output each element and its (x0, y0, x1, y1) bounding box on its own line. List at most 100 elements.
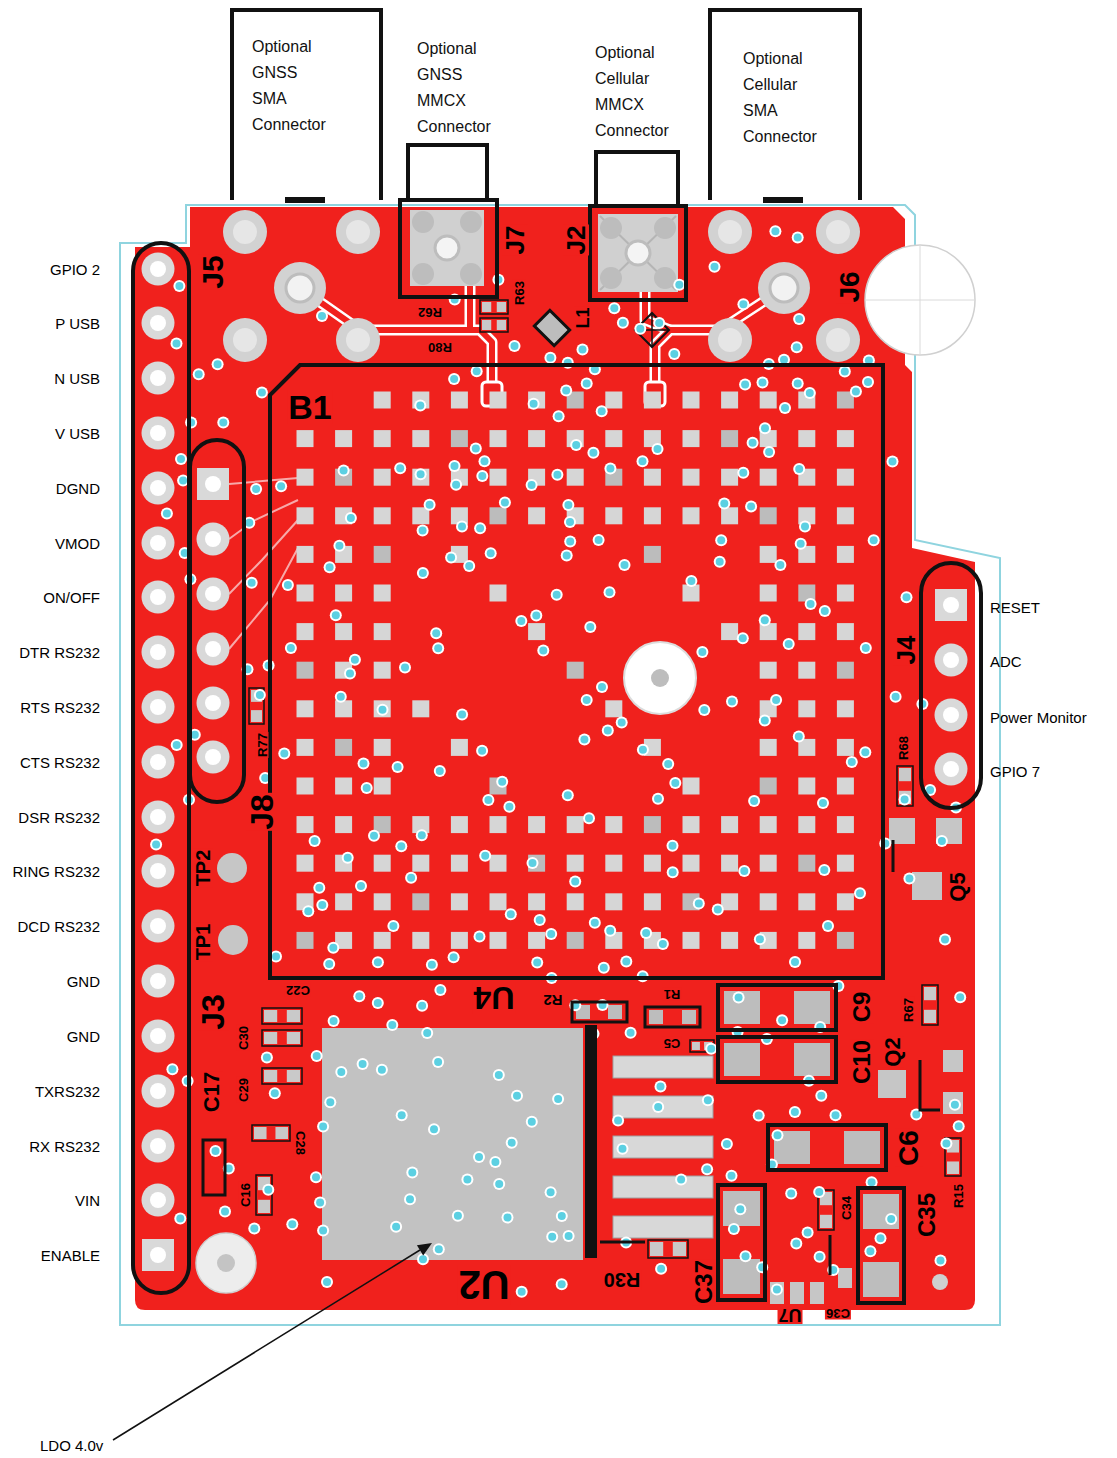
header-pin (142, 253, 175, 286)
via (421, 1027, 433, 1039)
test-point (218, 925, 248, 955)
module-pad (760, 739, 777, 756)
via-drill (795, 465, 803, 473)
via-drill (452, 481, 460, 489)
via (448, 951, 460, 963)
pin-label: VIN (75, 1193, 100, 1208)
module-pad (335, 700, 352, 717)
via (493, 1069, 505, 1081)
via (802, 1226, 814, 1238)
header-pin-hole (205, 531, 221, 547)
via (390, 1221, 402, 1233)
module-pad (528, 507, 545, 524)
via (511, 1090, 523, 1102)
via-drill (458, 710, 466, 718)
via-drill (379, 706, 387, 714)
via (309, 835, 321, 847)
via (515, 615, 527, 627)
module-pad (644, 392, 661, 409)
via-drill (736, 1205, 744, 1213)
module-pad (837, 662, 854, 679)
part-designator: C35 (915, 1192, 939, 1238)
via-drill (173, 741, 181, 749)
module-pad (374, 778, 391, 795)
via (733, 991, 745, 1003)
via (702, 1094, 714, 1106)
label-anchor: R77 (256, 732, 269, 758)
module-pad (683, 855, 700, 872)
passive-pad (899, 768, 911, 781)
via-drill (780, 356, 788, 364)
module-pad (490, 855, 507, 872)
module-pad (605, 507, 622, 524)
header-pin (142, 1020, 175, 1053)
via-drill (529, 859, 537, 867)
part-designator: R2 (542, 993, 563, 1008)
header-pin (142, 636, 175, 669)
via (358, 757, 370, 769)
via (246, 577, 258, 589)
via (763, 446, 775, 458)
header-pin-hole (150, 1192, 166, 1208)
component-pad (576, 991, 899, 1297)
sma-pad (336, 210, 380, 254)
via-drill (195, 370, 203, 378)
module-pad (837, 430, 854, 447)
via (698, 704, 710, 716)
via-drill (735, 993, 743, 1001)
label-anchor: C36 (825, 1307, 851, 1320)
via (564, 516, 576, 528)
via (399, 661, 411, 673)
via-drill (465, 562, 473, 570)
via-drill (252, 485, 260, 493)
via (737, 467, 749, 479)
label-anchor: U4 (473, 982, 516, 1014)
pin-label: Power Monitor (990, 710, 1087, 725)
via (321, 1276, 333, 1288)
module-pad (837, 816, 854, 833)
via-drill (824, 922, 832, 930)
module-pad (760, 855, 777, 872)
label-anchor: RESET (990, 600, 1040, 615)
via (584, 621, 596, 633)
via (721, 1138, 733, 1150)
via (936, 835, 948, 847)
via (317, 1225, 329, 1237)
via-drill (491, 1158, 499, 1166)
sma-pad (816, 318, 860, 362)
connector-label: Optional Cellular MMCX Connector (595, 40, 669, 144)
via (476, 470, 488, 482)
via (552, 1093, 564, 1105)
via-drill (951, 1101, 959, 1109)
label-anchor: R1 (663, 988, 682, 1001)
via (657, 938, 669, 950)
module-pad (451, 893, 468, 910)
sma-pad (336, 318, 380, 362)
pin-label: RTS RS232 (20, 700, 100, 715)
label-anchor: RTS RS232 (20, 700, 100, 715)
via-drill (370, 832, 378, 840)
via-drill (558, 1212, 566, 1220)
via-drill (555, 412, 563, 420)
via (792, 232, 804, 244)
header-pin-hole (150, 1083, 166, 1099)
via-drill (583, 380, 591, 388)
header-pin (935, 699, 968, 732)
module-pad (297, 816, 314, 833)
header-pin (142, 746, 175, 779)
via (604, 925, 616, 937)
via-drill (797, 540, 805, 548)
part-designator: R63 (513, 280, 526, 306)
via (737, 632, 749, 644)
via (463, 560, 475, 572)
via-drill (756, 935, 764, 943)
via (570, 439, 582, 451)
part-designator: C17 (201, 1071, 223, 1113)
passive-pad (820, 1215, 832, 1228)
via (416, 1000, 428, 1012)
pin-label: RESET (990, 600, 1040, 615)
module-pad (297, 585, 314, 602)
module-pad (374, 700, 391, 717)
via-drill (739, 634, 747, 642)
via-drill (505, 803, 513, 811)
